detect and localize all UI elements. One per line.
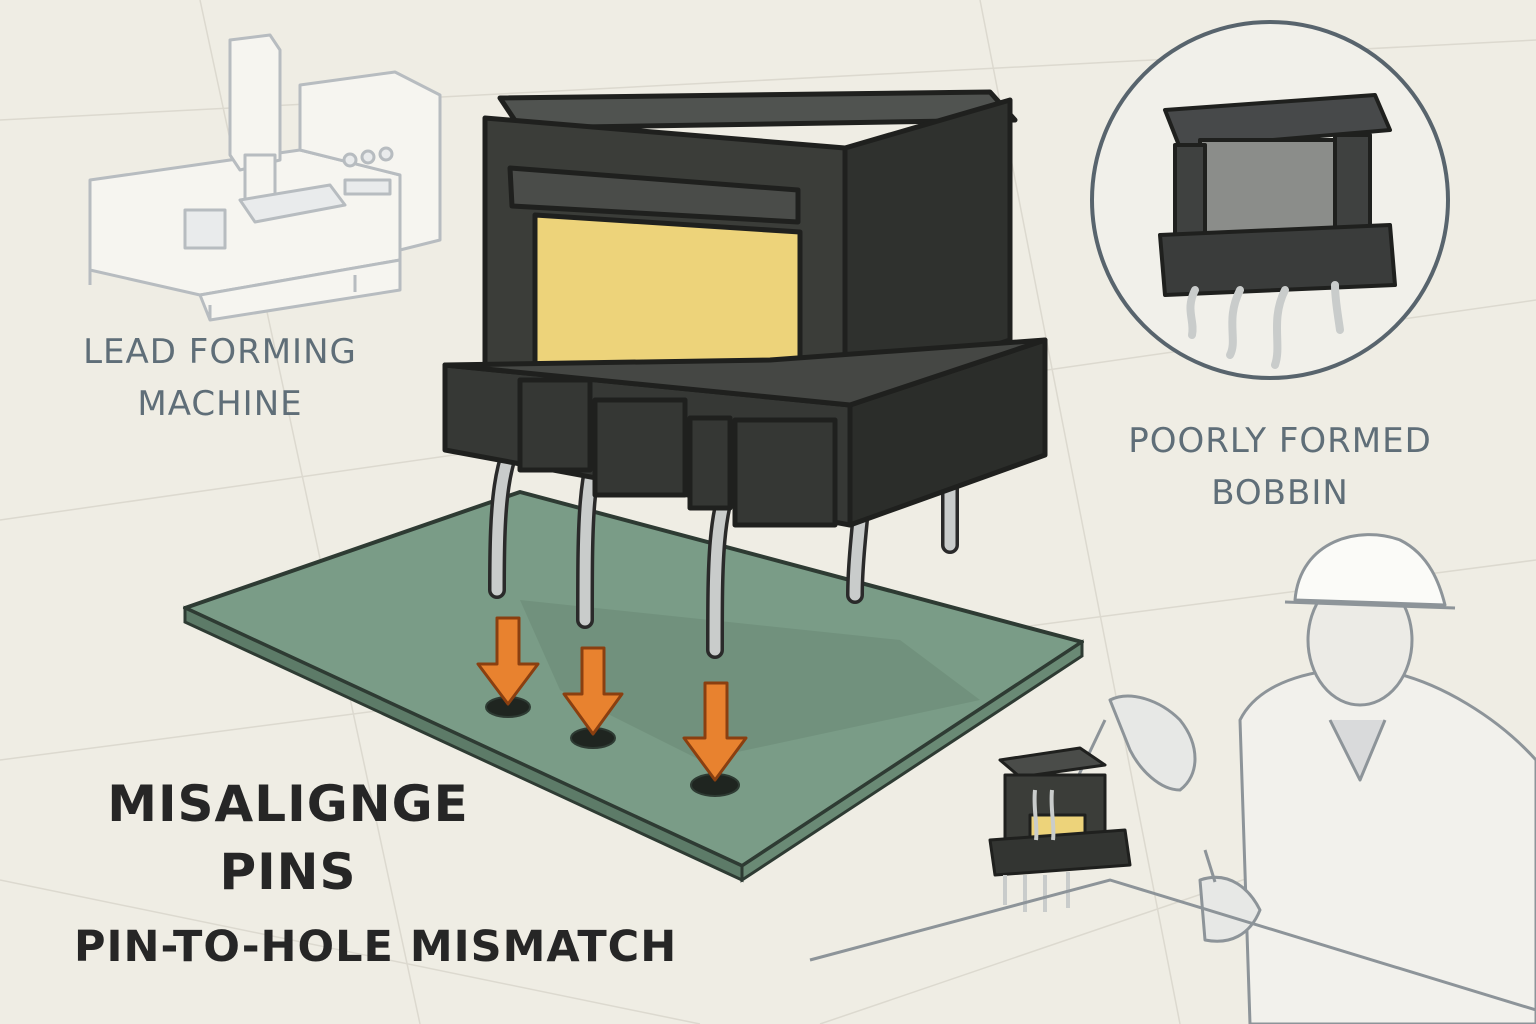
bobbin-inset — [1090, 20, 1450, 380]
down-arrow — [476, 616, 540, 706]
workbench-edge — [809, 878, 1536, 1012]
winding-top-cap — [507, 165, 801, 225]
lead-forming-machine-label: LEAD FORMING MACHINE — [40, 326, 400, 430]
headline-line: MISALIGNGE — [107, 775, 469, 833]
pin-block — [592, 397, 688, 498]
label-line: LEAD FORMING — [83, 332, 357, 372]
poorly-formed-bobbin-label: POORLY FORMED BOBBIN — [1080, 415, 1480, 519]
headline: MISALIGNGE PINS — [78, 770, 498, 906]
transformer-body — [442, 89, 1048, 528]
label-line: POORLY FORMED — [1128, 421, 1432, 461]
subheadline: PIN-TO-HOLE MISMATCH — [74, 922, 678, 972]
down-arrow — [562, 646, 624, 736]
transformer-shadow — [520, 600, 980, 760]
base-top — [442, 337, 1048, 408]
label-line: BOBBIN — [1211, 473, 1349, 513]
headline-line: PINS — [219, 843, 357, 901]
pcb-board-edge-right — [740, 639, 1084, 883]
housing-side — [842, 97, 1013, 398]
down-arrow — [682, 681, 748, 782]
pin-block — [517, 377, 593, 473]
lead-forming-machine-sketch — [88, 33, 442, 322]
label-line: MACHINE — [137, 384, 303, 424]
small-transformer-sample — [988, 746, 1132, 912]
pin-block — [687, 415, 733, 511]
poorly-formed-bobbin-icon — [1158, 93, 1397, 369]
insertion-arrows — [476, 616, 748, 782]
pin-block — [732, 417, 838, 528]
technician-sketch — [1053, 533, 1536, 1024]
